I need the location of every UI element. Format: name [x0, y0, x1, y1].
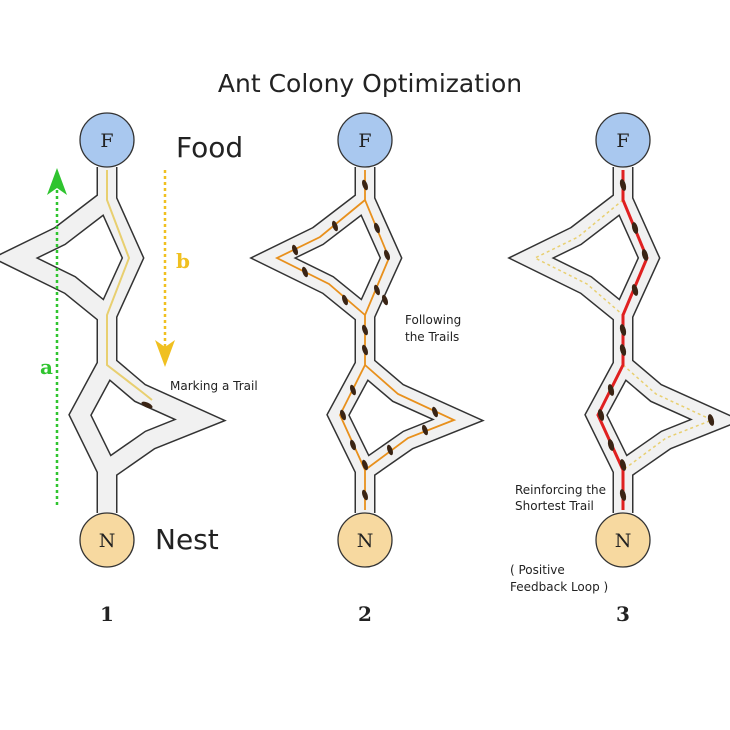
ant-icon	[301, 266, 309, 278]
ant-icon	[383, 249, 391, 261]
ant-icon	[597, 409, 605, 421]
ant-icon	[607, 384, 615, 396]
ant-icon	[349, 384, 357, 396]
arrow-b	[155, 170, 175, 367]
caption-panel-3-line-2: Shortest Trail	[515, 499, 594, 513]
food-node-label: F	[100, 130, 113, 152]
ant-icon	[421, 424, 429, 436]
ant-icon	[331, 220, 339, 232]
ant-icon	[619, 324, 627, 336]
ant-icon	[619, 179, 627, 191]
nest-node-label: N	[615, 530, 632, 552]
ant-icon	[349, 439, 357, 451]
panel-2: FN	[273, 112, 458, 568]
nest-node: N	[79, 512, 135, 568]
panel-1: FN	[15, 112, 200, 568]
caption-panel-2-line-1: Following	[405, 313, 461, 327]
nest-label: Nest	[155, 523, 219, 556]
arrow-a-label: a	[40, 355, 53, 379]
caption-panel-2-line-2: the Trails	[405, 330, 459, 344]
ant-icon	[291, 244, 299, 256]
ant-icon	[707, 414, 715, 426]
ant-icon	[341, 294, 349, 306]
panel-number-1: 1	[100, 602, 114, 626]
caption-panel-1: Marking a Trail	[170, 379, 258, 393]
pheromone-trail	[106, 170, 153, 401]
note-panel-3-line-2: Feedback Loop )	[510, 580, 608, 594]
ant-icon	[431, 406, 439, 418]
panel-3: FN	[531, 112, 716, 568]
food-node: F	[337, 112, 393, 168]
ant-icon	[361, 179, 369, 191]
ant-icon	[361, 489, 369, 501]
ant-icon	[386, 444, 394, 456]
diagram-title: Ant Colony Optimization	[218, 69, 522, 98]
ant-icon	[631, 222, 639, 234]
ant-icon	[631, 284, 639, 296]
note-panel-3-line-1: ( Positive	[510, 563, 565, 577]
ant-icon	[381, 294, 389, 306]
pheromone-trail	[364, 364, 457, 471]
food-node-label: F	[358, 130, 371, 152]
nest-node: N	[337, 512, 393, 568]
caption-panel-3-line-1: Reinforcing the	[515, 483, 606, 497]
ant-icon	[619, 459, 627, 471]
ant-icon	[619, 344, 627, 356]
arrow-a	[47, 168, 67, 505]
food-node: F	[79, 112, 135, 168]
ant-icon	[339, 409, 347, 421]
ant-icon	[373, 222, 381, 234]
food-node-label: F	[616, 130, 629, 152]
food-label: Food	[176, 131, 243, 164]
ant-icon	[373, 284, 381, 296]
ant-icon	[361, 344, 369, 356]
food-node: F	[595, 112, 651, 168]
pheromone-trail	[339, 170, 390, 510]
ant-icon	[607, 439, 615, 451]
arrow-b-label: b	[176, 249, 190, 273]
reinforced-trail	[596, 170, 649, 510]
panel-number-2: 2	[358, 602, 372, 626]
nest-node: N	[595, 512, 651, 568]
panel-number-3: 3	[616, 602, 630, 626]
ant-icon	[641, 249, 649, 261]
ant-icon	[141, 401, 153, 409]
nest-node-label: N	[99, 530, 116, 552]
nest-node-label: N	[357, 530, 374, 552]
faded-trail	[533, 199, 624, 316]
ant-icon	[619, 489, 627, 501]
ant-icon	[361, 459, 369, 471]
ant-icon	[361, 324, 369, 336]
